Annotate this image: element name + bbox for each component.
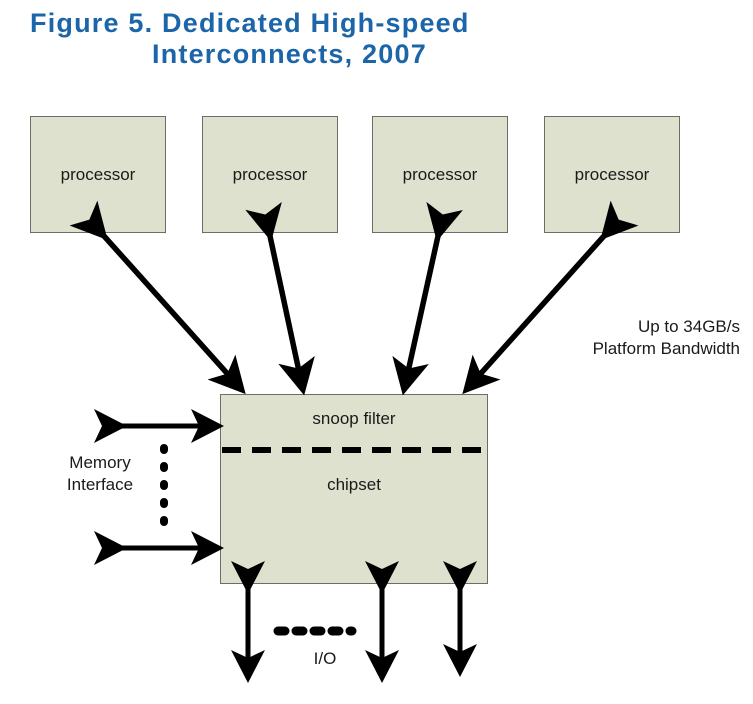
interconnect-arrow-1 [69, 200, 246, 395]
memory-line-2: Interface [66, 475, 134, 494]
interconnect-arrow-3 [392, 201, 463, 396]
bandwidth-annotation: Up to 34GB/s Platform Bandwidth [440, 316, 740, 360]
figure-title-line-2: Interconnects, 2007 [152, 39, 427, 69]
bandwidth-line-1: Up to 34GB/s [637, 317, 740, 336]
figure-title-line-1: Figure 5. Dedicated High-speed [30, 8, 470, 38]
interconnect-arrow-4 [462, 200, 639, 395]
processor-box-1[interactable]: processor [30, 116, 166, 233]
processor-box-4[interactable]: processor [544, 116, 680, 233]
memory-interface-annotation: Memory Interface [48, 452, 152, 496]
processor-box-3[interactable]: processor [372, 116, 508, 233]
snoop-filter-label: snoop filter [312, 409, 396, 428]
interconnect-arrow-2 [245, 201, 315, 396]
chipset-label: chipset [327, 475, 381, 494]
figure-title: Figure 5. Dedicated High-speed Interconn… [0, 8, 700, 70]
processor-label: processor [402, 164, 478, 184]
io-annotation: I/O [313, 649, 337, 668]
memory-line-1: Memory [69, 453, 131, 472]
processor-label: processor [574, 164, 650, 184]
bandwidth-line-2: Platform Bandwidth [592, 339, 740, 358]
processor-label: processor [60, 164, 136, 184]
processor-box-2[interactable]: processor [202, 116, 338, 233]
chipset-box[interactable]: snoop filter chipset [220, 394, 488, 584]
processor-label: processor [232, 164, 308, 184]
